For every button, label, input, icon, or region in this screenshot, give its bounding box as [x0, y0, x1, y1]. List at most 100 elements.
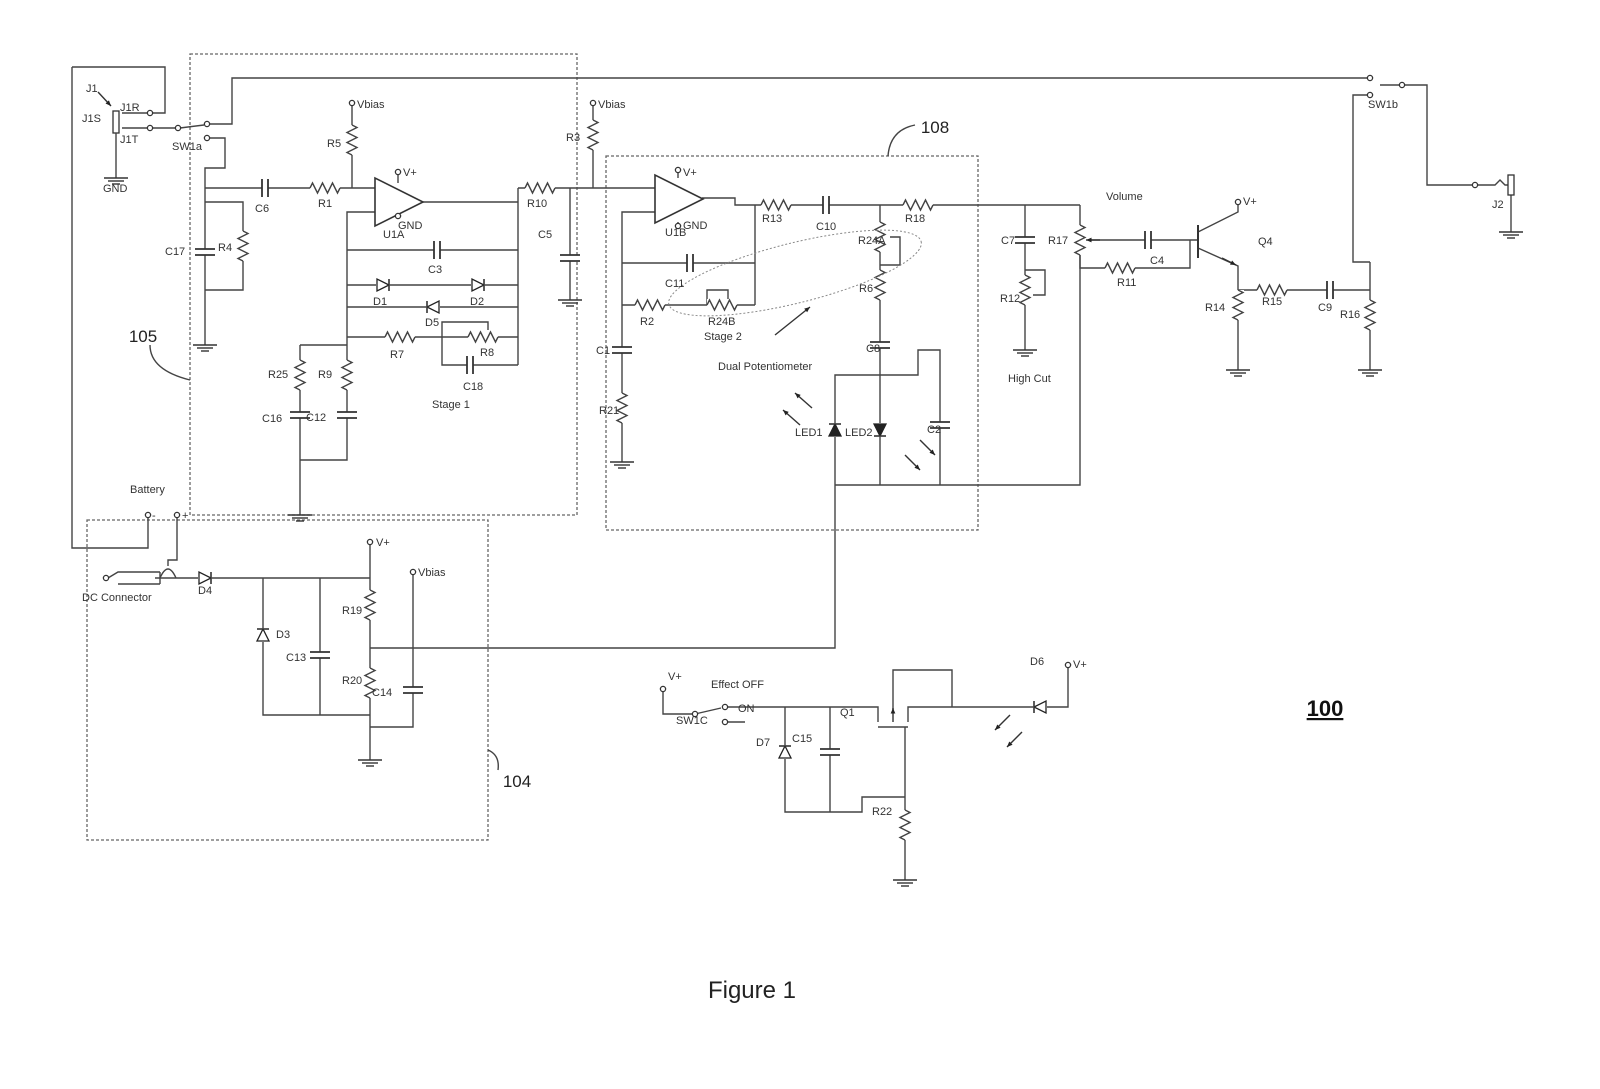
diode-d2	[471, 277, 486, 293]
resistor-zigzag	[524, 181, 556, 195]
wire	[892, 669, 953, 710]
wire-gap	[930, 422, 950, 428]
label-r11: R11	[1117, 277, 1136, 289]
capacitor-c5	[560, 254, 580, 262]
block-105	[189, 53, 578, 516]
label-r1: R1	[318, 198, 332, 210]
terminal-icon	[366, 538, 374, 546]
diode-triangle	[471, 277, 486, 293]
wire-gap	[823, 196, 829, 214]
resistor-r13	[760, 198, 792, 212]
wire	[1380, 84, 1475, 186]
wire	[621, 211, 655, 462]
label-r12: R12	[1000, 293, 1020, 305]
resistor-r19	[363, 589, 377, 621]
wire-gap	[310, 652, 330, 658]
label-r9: R9	[318, 369, 332, 381]
resistor-zigzag	[1073, 224, 1087, 256]
capacitor-c17	[195, 248, 215, 256]
diode-d4	[198, 570, 213, 586]
diode-triangle	[198, 570, 213, 586]
label-battminus: -	[152, 510, 156, 522]
label-d5: D5	[425, 317, 439, 329]
wire-gap	[612, 347, 632, 353]
terminal-icon	[721, 703, 729, 711]
resistor-r15	[1256, 283, 1288, 297]
wire-gap	[403, 687, 423, 693]
terminal-icon	[394, 212, 402, 220]
wire	[725, 706, 879, 722]
label-r21: R21	[599, 405, 619, 417]
terminal-icon	[1064, 661, 1072, 669]
label-r18: R18	[905, 213, 925, 225]
label-d6: D6	[1030, 656, 1044, 668]
terminal-icon	[1398, 81, 1406, 89]
pointer-arrow-icon	[774, 306, 811, 336]
label-volume: Volume	[1106, 191, 1143, 203]
wire-gap	[1145, 231, 1151, 249]
ground-icon	[193, 344, 217, 352]
resistor-r7	[384, 330, 416, 344]
resistor-zigzag	[467, 330, 499, 344]
wire	[107, 571, 160, 579]
block-label-104: 104	[503, 772, 531, 791]
ground-icon	[1358, 369, 1382, 377]
label-r15: R15	[1262, 296, 1282, 308]
capacitor-c10	[822, 196, 830, 214]
label-c3: C3	[428, 264, 442, 276]
resistor-zigzag	[760, 198, 792, 212]
potentiometer-r17	[1073, 224, 1087, 256]
wire	[346, 211, 375, 345]
wire	[702, 197, 1080, 206]
block-label-108: 108	[921, 118, 949, 137]
label-q1: Q1	[840, 707, 855, 719]
terminal-icon	[691, 710, 699, 718]
label-r6: R6	[859, 283, 873, 295]
terminal-icon	[409, 568, 417, 576]
wire-gap	[195, 249, 215, 255]
label-c16: C16	[262, 413, 282, 425]
terminal-icon	[1234, 198, 1242, 206]
arrowhead	[1086, 237, 1092, 243]
ground-icon	[104, 177, 128, 185]
leader-105	[149, 344, 191, 381]
label-u1a: U1A	[383, 229, 405, 241]
resistor-zigzag	[706, 298, 738, 312]
terminal-icon	[659, 685, 667, 693]
resistor-zigzag	[363, 589, 377, 621]
resistor-zigzag	[898, 809, 912, 841]
arrowhead	[795, 393, 801, 399]
label-gnd_u1b: GND	[683, 220, 708, 232]
label-stage2: Stage 2	[704, 331, 742, 343]
potentiometer-r8	[467, 330, 499, 344]
wire	[1475, 179, 1508, 186]
ground-icon	[1499, 231, 1523, 239]
terminal-icon	[203, 134, 211, 142]
dc-connector-hump	[159, 568, 177, 579]
label-q4: Q4	[1258, 236, 1273, 248]
label-r3: R3	[566, 132, 580, 144]
wire	[834, 349, 941, 485]
led-d6-icon	[1032, 699, 1047, 715]
wire	[880, 236, 901, 266]
label-d1: D1	[373, 296, 387, 308]
label-c17: C17	[165, 246, 185, 258]
wire-gap	[262, 179, 268, 197]
capacitor-c8	[870, 341, 890, 349]
label-led2: LED2	[845, 427, 873, 439]
terminal-icon	[589, 99, 597, 107]
diode-triangle	[376, 277, 391, 293]
label-r4: R4	[218, 242, 232, 254]
dual-potentiometer-outline	[668, 229, 922, 317]
wire	[204, 137, 226, 345]
figure-reference-100: 100	[1307, 696, 1344, 721]
zener-diode-d3	[255, 627, 271, 642]
label-c6: C6	[255, 203, 269, 215]
resistor-r5	[345, 124, 359, 156]
block-label-105: 105	[129, 327, 157, 346]
capacitor-c3	[433, 241, 441, 259]
label-j1r: J1R	[120, 102, 140, 114]
arrowhead	[783, 410, 789, 416]
ground-icon	[893, 879, 917, 887]
wire-gap	[820, 749, 840, 755]
